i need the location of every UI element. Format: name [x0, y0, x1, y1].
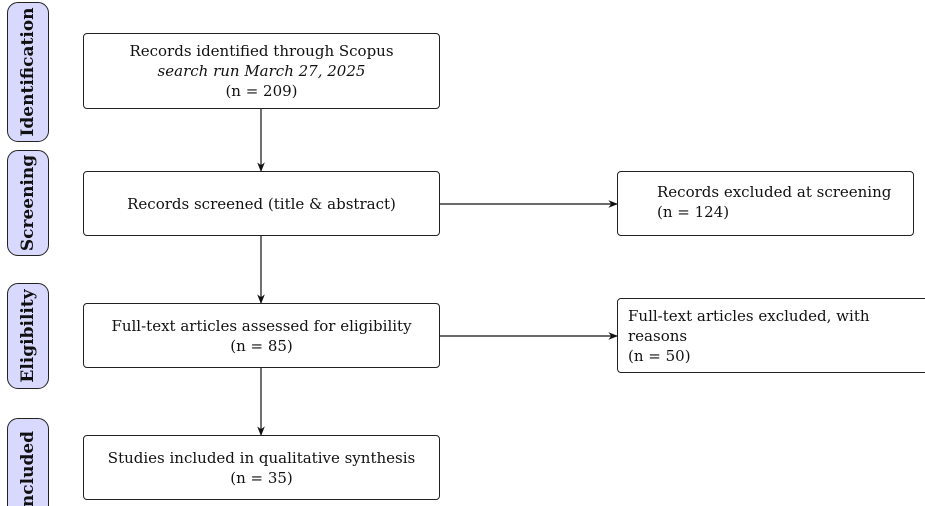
eligibility-line1: Full-text articles assessed for eligibil… [111, 316, 412, 335]
included-count: (n = 35) [230, 468, 293, 487]
box-records-screened: Records screened (title & abstract) [83, 171, 440, 236]
stage-identification: Identification [7, 2, 49, 142]
identified-search-date: search run March 27, 2025 [157, 62, 366, 80]
identified-line1: Records identified through Scopus [129, 42, 394, 60]
excluded-fulltext-count: (n = 50) [628, 347, 691, 365]
stage-included: Included [7, 418, 49, 506]
identified-count: (n = 209) [225, 82, 298, 100]
eligibility-count: (n = 85) [230, 336, 293, 355]
screened-line1: Records screened (title & abstract) [127, 194, 396, 213]
box-excluded-screening: Records excluded at screening (n = 124) [617, 171, 914, 236]
box-excluded-fulltext: Full-text articles excluded, with reason… [617, 298, 925, 373]
excluded-screening-line1: Records excluded at screening [657, 183, 892, 201]
box-studies-included: Studies included in qualitative synthesi… [83, 435, 440, 500]
box-fulltext-assessed: Full-text articles assessed for eligibil… [83, 303, 440, 368]
excluded-screening-count: (n = 124) [657, 203, 730, 221]
stage-screening: Screening [7, 150, 49, 256]
excluded-fulltext-line1: Full-text articles excluded, with reason… [628, 307, 870, 345]
included-line1: Studies included in qualitative synthesi… [107, 448, 416, 467]
stage-eligibility: Eligibility [7, 283, 49, 389]
box-records-identified: Records identified through Scopus search… [83, 33, 440, 109]
